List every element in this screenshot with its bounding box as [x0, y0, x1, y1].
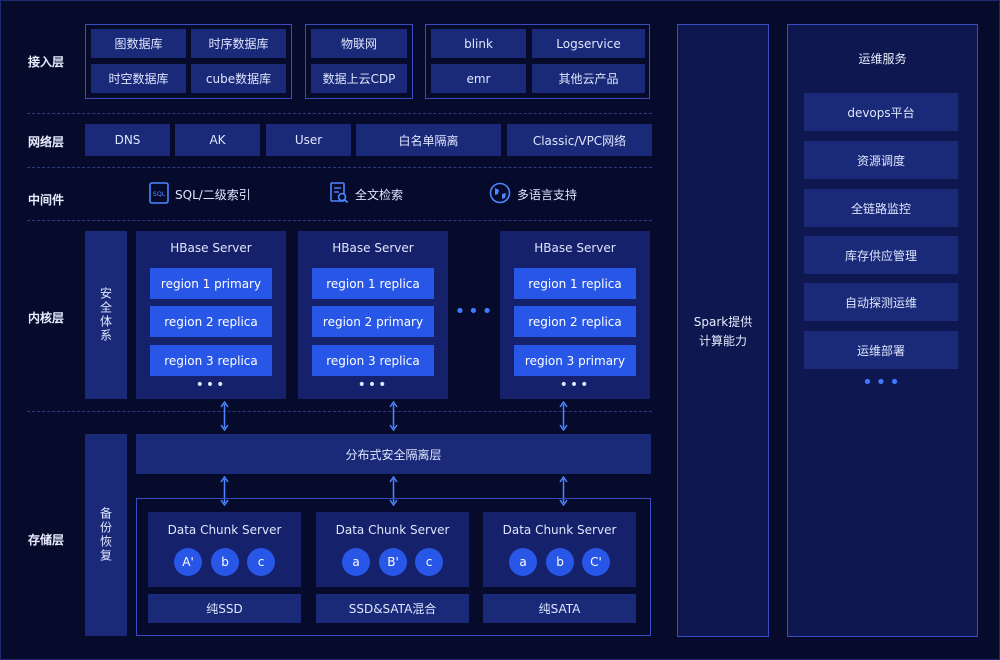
network-item: Classic/VPC网络 — [507, 124, 652, 156]
hbase-server-title: HBase Server — [534, 241, 616, 255]
access-item: 图数据库 — [91, 29, 186, 58]
region-block: region 2 primary — [312, 306, 434, 337]
middleware-label: 多语言支持 — [517, 188, 578, 202]
more-dots: ••• — [559, 377, 591, 393]
network-item: User — [266, 124, 351, 156]
security-system-label: 安全体系 — [98, 287, 113, 343]
spark-compute-panel — [677, 24, 769, 637]
chunk-replica: b — [546, 548, 574, 576]
hbase-server-title: HBase Server — [170, 241, 252, 255]
bidirectional-arrow-icon — [559, 401, 568, 431]
region-block: region 3 replica — [312, 345, 434, 376]
separator — [27, 167, 652, 168]
layer-label-storage: 存储层 — [28, 533, 65, 547]
chunk-replica: A' — [174, 548, 202, 576]
more-dots: ••• — [195, 377, 227, 393]
separator — [27, 411, 652, 412]
hbase-server: HBase Server region 1 replica region 2 p… — [298, 231, 448, 399]
data-chunk-server-title: Data Chunk Server — [335, 523, 450, 537]
layer-label-network: 网络层 — [28, 135, 65, 149]
access-item: Logservice — [532, 29, 645, 58]
access-item: 物联网 — [311, 29, 407, 58]
storage-medium: 纯SSD — [148, 594, 301, 623]
data-chunk-server-title: Data Chunk Server — [167, 523, 282, 537]
separator — [27, 220, 652, 221]
middleware-search: 全文检索 — [329, 182, 403, 207]
ops-title: 运维服务 — [858, 52, 907, 66]
ops-item: 库存供应管理 — [804, 236, 958, 274]
region-block: region 2 replica — [514, 306, 636, 337]
isolation-layer: 分布式安全隔离层 — [136, 434, 651, 474]
access-item: 其他云产品 — [532, 64, 645, 93]
ops-item: 自动探测运维 — [804, 283, 958, 321]
chunk-replica: c — [247, 548, 275, 576]
access-item: emr — [431, 64, 526, 93]
chunk-replica: a — [342, 548, 370, 576]
chunk-replica: c — [415, 548, 443, 576]
layer-label-middleware: 中间件 — [28, 193, 65, 207]
access-item: 时空数据库 — [91, 64, 186, 93]
region-block: region 1 replica — [514, 268, 636, 299]
data-chunk-server: Data Chunk Server a B' c — [316, 512, 469, 587]
data-chunk-server: Data Chunk Server a b C' — [483, 512, 636, 587]
chunk-replica: b — [211, 548, 239, 576]
network-item: DNS — [85, 124, 170, 156]
network-item: AK — [175, 124, 260, 156]
ops-item: devops平台 — [804, 93, 958, 131]
backup-recovery: 备份恢复 — [85, 434, 127, 636]
chunk-replica: B' — [379, 548, 407, 576]
svg-text:SQL: SQL — [153, 190, 166, 198]
security-system: 安全体系 — [85, 231, 127, 399]
access-item: 数据上云CDP — [311, 64, 407, 93]
backup-recovery-label: 备份恢复 — [98, 507, 113, 563]
middleware-label: SQL/二级索引 — [175, 188, 251, 202]
separator — [27, 113, 652, 114]
ops-item: 资源调度 — [804, 141, 958, 179]
bidirectional-arrow-icon — [220, 476, 229, 506]
data-chunk-server: Data Chunk Server A' b c — [148, 512, 301, 587]
hbase-server-title: HBase Server — [332, 241, 414, 255]
spark-compute-label: Spark提供 计算能力 — [693, 315, 753, 348]
layer-label-access: 接入层 — [28, 55, 65, 69]
region-block: region 3 primary — [514, 345, 636, 376]
middleware-sql: SQL SQL/二级索引 — [149, 182, 251, 207]
hbase-server: HBase Server region 1 primary region 2 r… — [136, 231, 286, 399]
chunk-replica: a — [509, 548, 537, 576]
access-item: cube数据库 — [191, 64, 286, 93]
storage-medium: 纯SATA — [483, 594, 636, 623]
access-group-iot — [305, 24, 413, 99]
hbase-server: HBase Server region 1 replica region 2 r… — [500, 231, 650, 399]
region-block: region 3 replica — [150, 345, 272, 376]
search-doc-icon — [329, 182, 349, 207]
ops-item: 运维部署 — [804, 331, 958, 369]
sql-icon: SQL — [149, 182, 169, 207]
access-item: 时序数据库 — [191, 29, 286, 58]
access-item: blink — [431, 29, 526, 58]
globe-icon — [489, 182, 511, 207]
layer-label-kernel: 内核层 — [28, 311, 65, 325]
chunk-replica: C' — [582, 548, 610, 576]
chunk-servers-group — [136, 498, 651, 636]
storage-medium: SSD&SATA混合 — [316, 594, 469, 623]
middleware-label: 全文检索 — [355, 188, 404, 202]
bidirectional-arrow-icon — [220, 401, 229, 431]
bidirectional-arrow-icon — [559, 476, 568, 506]
middleware-language: 多语言支持 — [489, 182, 577, 207]
region-block: region 1 primary — [150, 268, 272, 299]
bidirectional-arrow-icon — [389, 476, 398, 506]
access-group-cloud — [425, 24, 650, 99]
access-group-databases — [85, 24, 292, 99]
more-dots: ••• — [357, 377, 389, 393]
region-block: region 1 replica — [312, 268, 434, 299]
data-chunk-server-title: Data Chunk Server — [502, 523, 617, 537]
bidirectional-arrow-icon — [389, 401, 398, 431]
more-servers-dots: ••• — [454, 301, 496, 322]
ops-item: 全链路监控 — [804, 189, 958, 227]
region-block: region 2 replica — [150, 306, 272, 337]
network-item: 白名单隔离 — [356, 124, 501, 156]
ops-more-dots: ••• — [862, 372, 903, 393]
